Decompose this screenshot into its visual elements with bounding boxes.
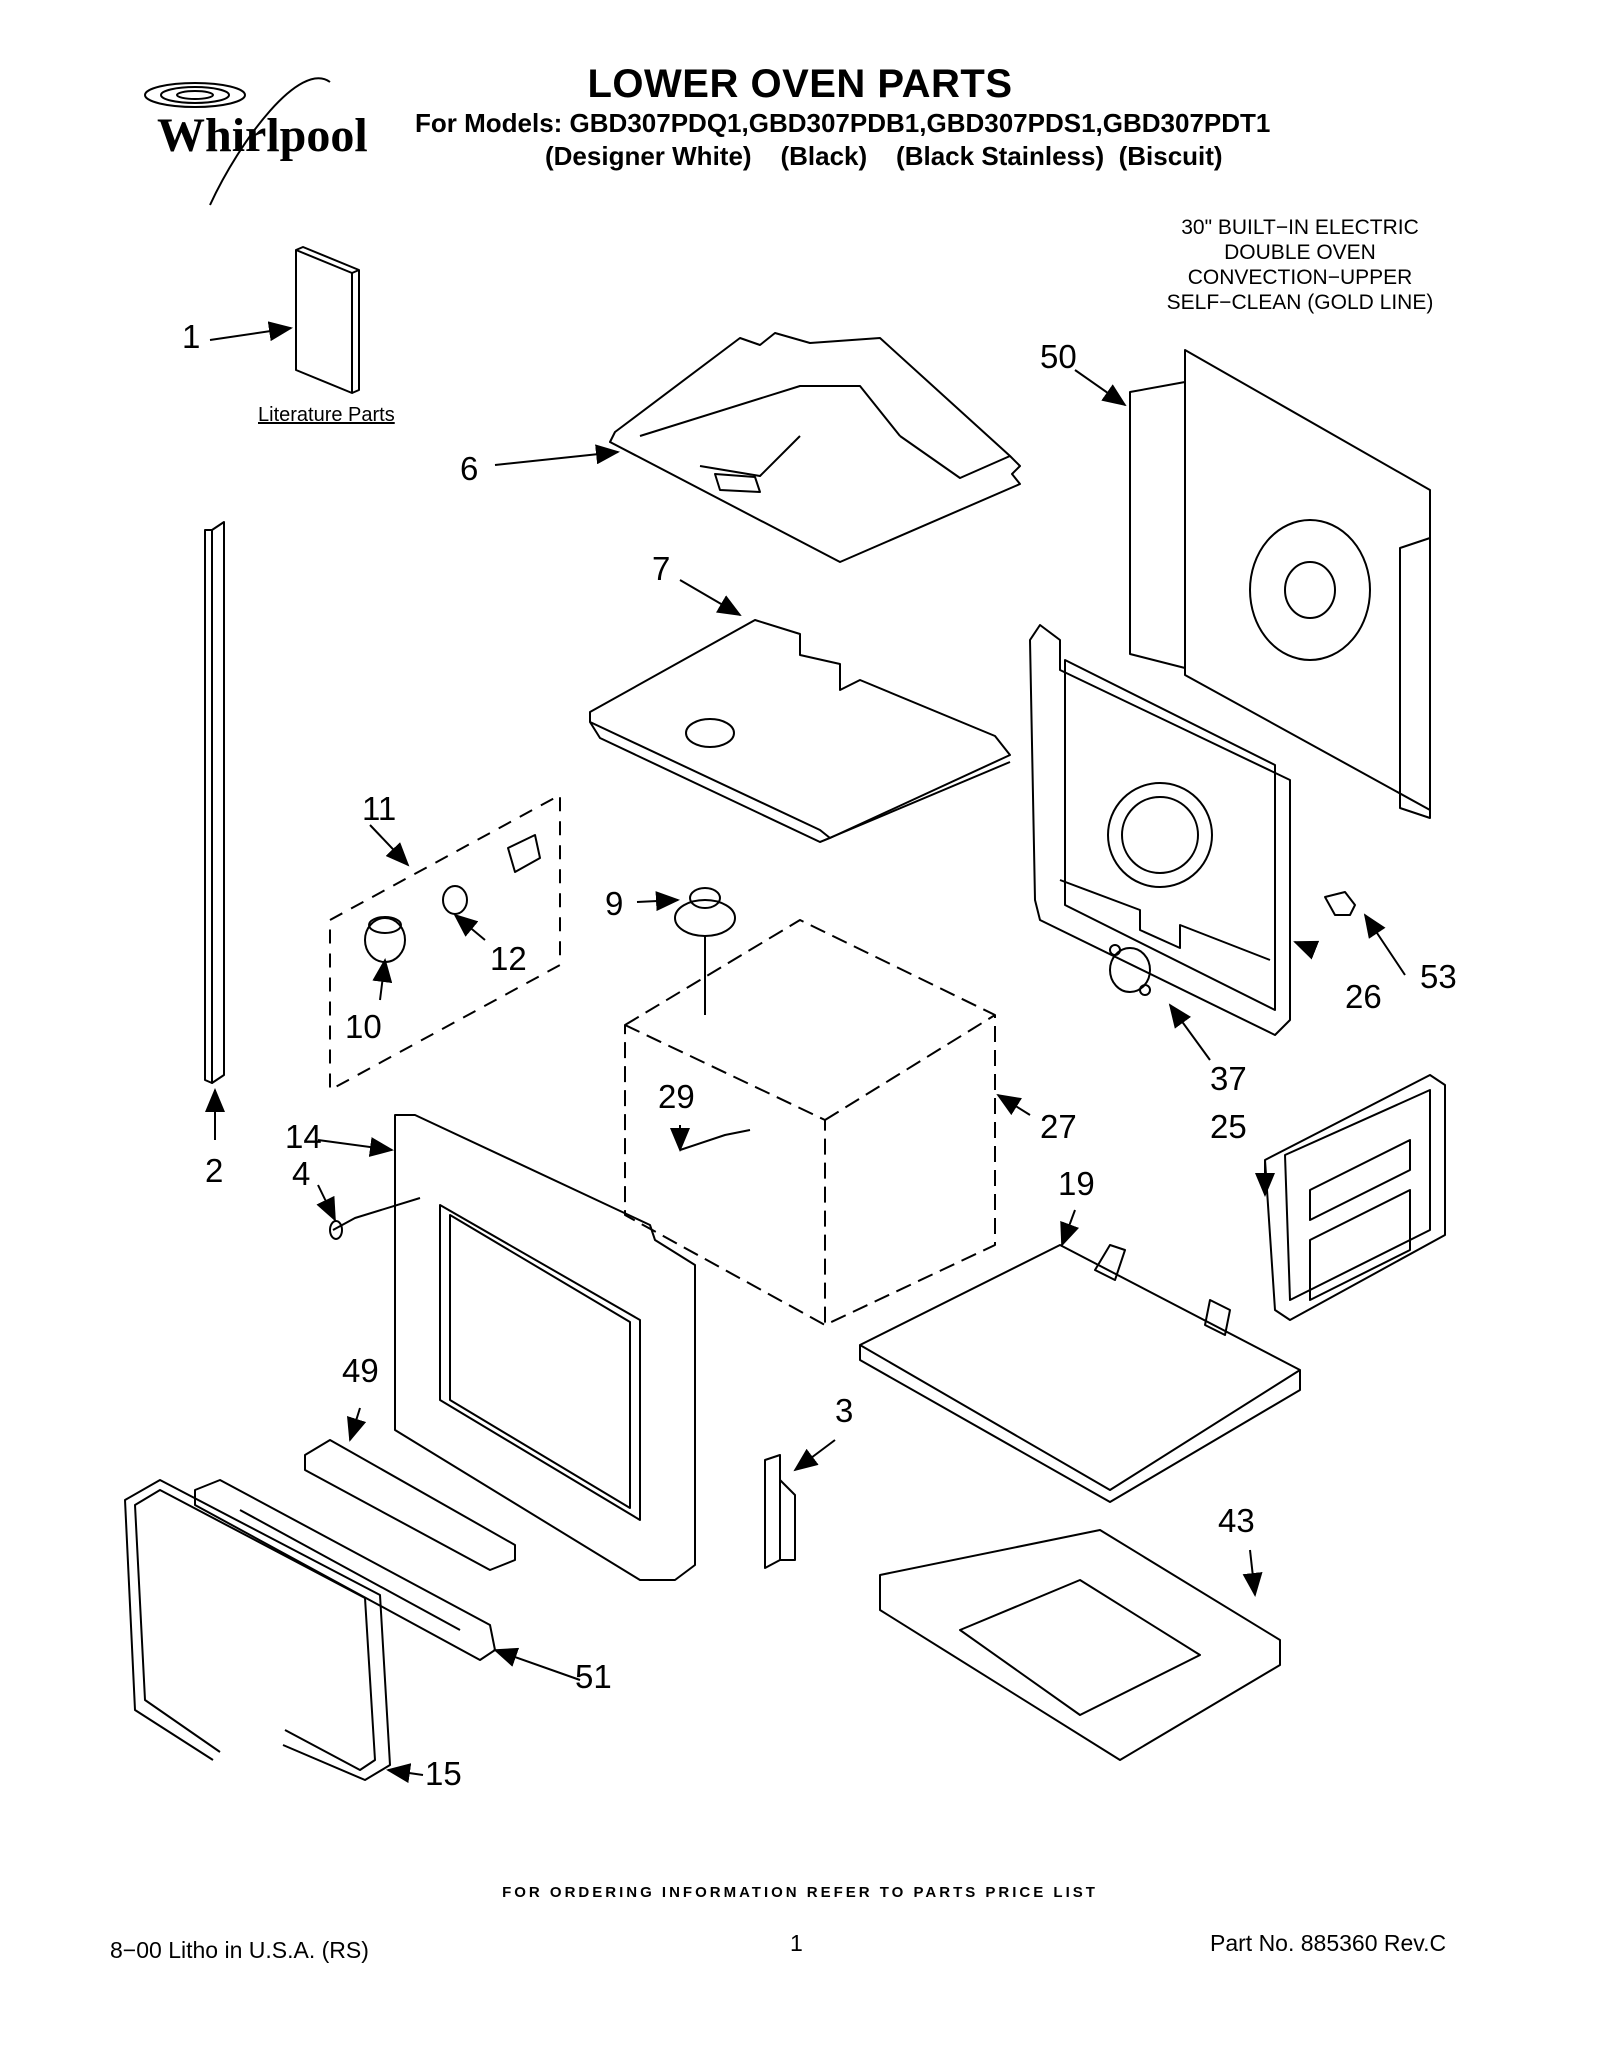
callout-1: 1 [182, 318, 201, 355]
model-colors: (Designer White) (Black) (Black Stainles… [545, 141, 1223, 171]
part-29-element [679, 1129, 751, 1151]
part-6-top-shield [609, 332, 1021, 563]
part-14-front-frame [394, 1114, 696, 1581]
callout-15: 15 [425, 1755, 462, 1792]
callout-50: 50 [1040, 338, 1077, 375]
page-title: LOWER OVEN PARTS [587, 62, 1013, 106]
callout-26: 26 [1345, 978, 1382, 1015]
part-3-bracket [764, 1454, 796, 1569]
callout-10: 10 [345, 1008, 382, 1045]
product-line: 30" BUILT−IN ELECTRIC [1181, 216, 1419, 239]
callout-49: 49 [342, 1352, 379, 1389]
part-43-bottom-tray [879, 1529, 1281, 1761]
part-number: Part No. 885360 Rev.C [1210, 1930, 1447, 1956]
callout-7: 7 [652, 550, 671, 587]
part-49-vent [304, 1439, 516, 1571]
part-50-back-panel [1129, 349, 1431, 819]
part-27-oven-liner [624, 919, 996, 1326]
part-37-sensor [1109, 944, 1151, 996]
callout-9: 9 [605, 885, 624, 922]
part-26-rear-frame [1029, 624, 1291, 1036]
callout-12: 12 [490, 940, 527, 977]
callout-14: 14 [285, 1118, 322, 1155]
literature-parts-label: Literature Parts [258, 404, 395, 426]
callout-6: 6 [460, 450, 479, 487]
callout-51: 51 [575, 1658, 612, 1695]
part-53-clip [1324, 891, 1356, 916]
product-line: CONVECTION−UPPER [1187, 266, 1413, 289]
part-1-literature [295, 246, 360, 394]
callout-2: 2 [205, 1152, 224, 1189]
model-list: For Models: GBD307PDQ1,GBD307PDB1,GBD307… [415, 108, 1271, 138]
callout-19: 19 [1058, 1165, 1095, 1202]
litho-info: 8−00 Litho in U.S.A. (RS) [110, 1937, 369, 1963]
part-15-gasket [124, 1479, 391, 1781]
leader-lines [205, 321, 1406, 1784]
product-line: DOUBLE OVEN [1224, 241, 1376, 264]
part-25-side-panel [1264, 1074, 1446, 1321]
brand-logo: Whirlpool [157, 109, 368, 162]
part-11-kit-box [329, 794, 561, 1091]
part-7-top-panel [589, 619, 1011, 843]
callout-43: 43 [1218, 1502, 1255, 1539]
callout-3: 3 [835, 1392, 854, 1429]
callout-27: 27 [1040, 1108, 1077, 1145]
ordering-note: FOR ORDERING INFORMATION REFER TO PARTS … [502, 1884, 1098, 1901]
part-4-screw [329, 1197, 421, 1240]
part-9-sensor [674, 887, 736, 1015]
callout-37: 37 [1210, 1060, 1247, 1097]
whirlpool-logo-swirl [144, 77, 331, 206]
product-description: 30" BUILT−IN ELECTRIC DOUBLE OVEN CONVEC… [1110, 215, 1490, 315]
callout-29: 29 [658, 1078, 695, 1115]
part-12-bulb [442, 885, 468, 915]
page-number: 1 [790, 1930, 803, 1956]
callout-4: 4 [292, 1155, 311, 1192]
callout-25: 25 [1210, 1108, 1247, 1145]
part-10-knob [364, 916, 406, 963]
callout-11: 11 [362, 790, 397, 827]
part-19-bottom-panel [859, 1244, 1301, 1503]
light-socket [507, 834, 541, 873]
part-2-vertical-trim [204, 521, 225, 1084]
callout-53: 53 [1420, 958, 1457, 995]
product-line: SELF−CLEAN (GOLD LINE) [1166, 291, 1434, 314]
